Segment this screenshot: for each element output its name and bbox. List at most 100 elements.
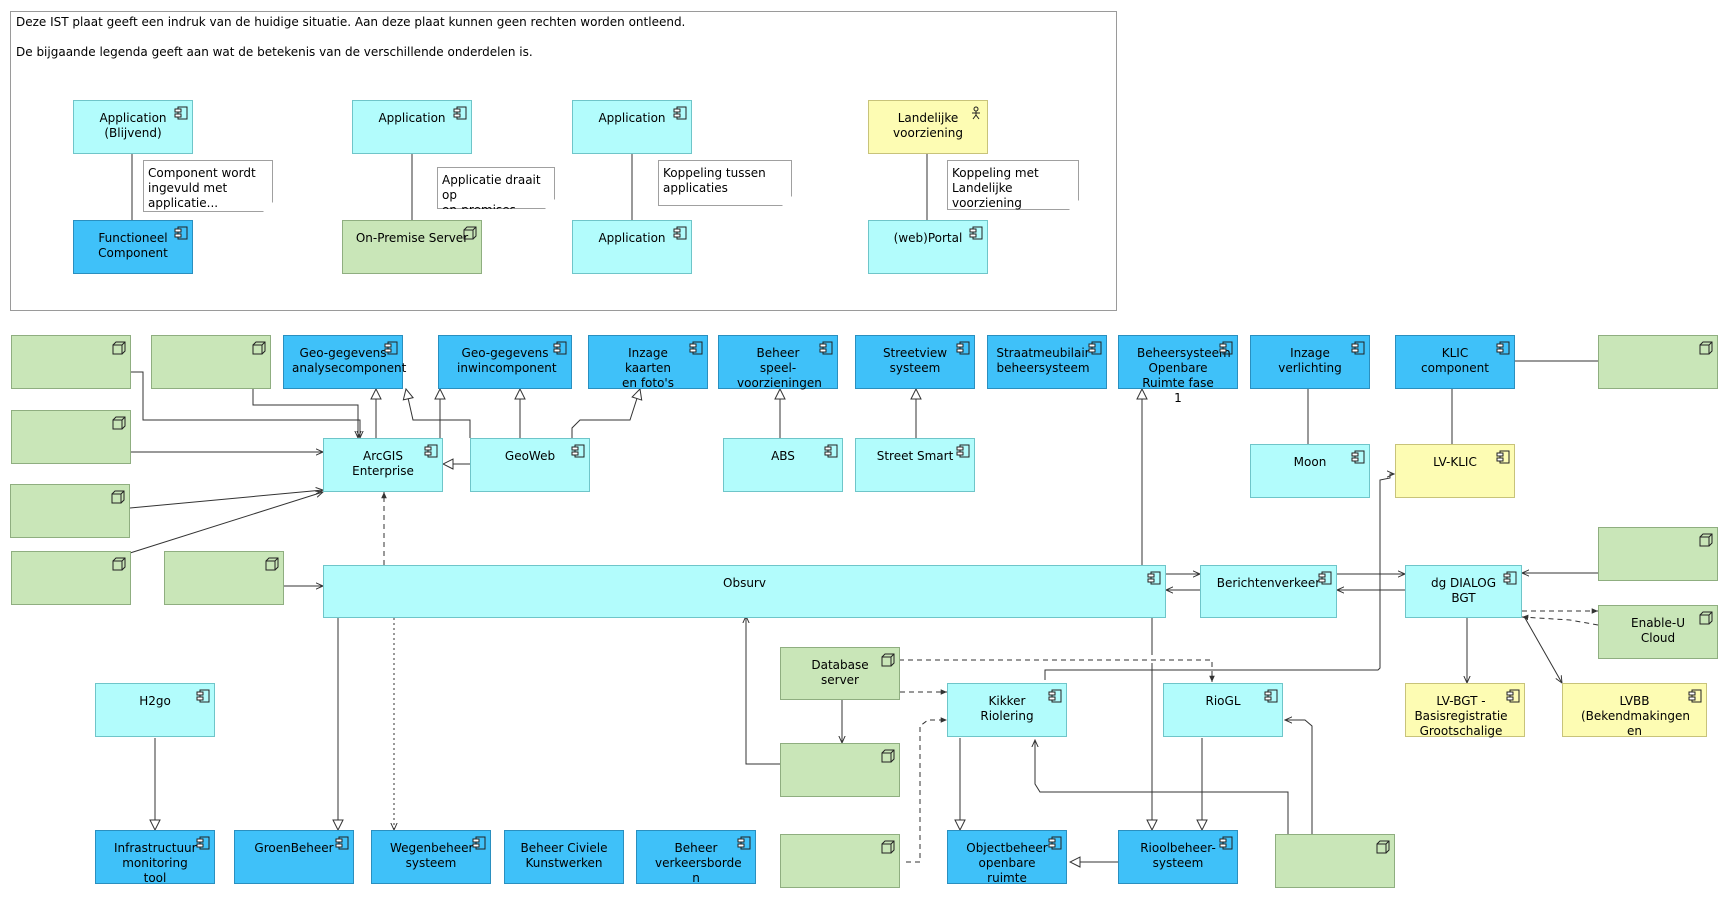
lv-bgt-label: LV-BGT - Basisregistratie Grootschalige (1414, 694, 1508, 738)
arcgis-enterprise[interactable]: ArcGIS Enterprise (323, 438, 443, 492)
dg-dialog-bgt[interactable]: dg DIALOG BGT (1405, 565, 1522, 618)
component-icon (1264, 689, 1278, 703)
legend-note-landelijk-text: Koppeling met Landelijke voorziening (952, 166, 1039, 210)
component-icon (1688, 689, 1702, 703)
obsurv[interactable]: Obsurv (323, 565, 1166, 618)
actor-icon (969, 106, 983, 120)
component-icon (673, 226, 687, 240)
component-icon (174, 106, 188, 120)
h2go[interactable]: H2go (95, 683, 215, 737)
server-node[interactable] (151, 335, 271, 389)
component-icon (196, 689, 210, 703)
lv-klic[interactable]: LV-KLIC (1395, 444, 1515, 498)
server-icon (881, 653, 895, 667)
server-node[interactable] (164, 551, 284, 605)
server-icon (1699, 341, 1713, 355)
beheer-speel-component[interactable]: Beheer speel- voorzieningen (718, 335, 838, 390)
berichtenverkeer[interactable]: Berichtenverkeer (1200, 565, 1337, 618)
legend-landelijke-voorziening[interactable]: Landelijke voorziening (868, 100, 988, 154)
riogl[interactable]: RioGL (1163, 683, 1283, 737)
component-icon (1048, 689, 1062, 703)
moon-label: Moon (1293, 455, 1327, 469)
geo-inwin-label: Geo-gegevens inwincomponent (457, 346, 557, 375)
component-icon (673, 106, 687, 120)
klic-component[interactable]: KLIC component (1395, 335, 1515, 389)
objectbeheer-openbare-ruimte[interactable]: Objectbeheer openbare ruimte (947, 830, 1067, 885)
component-icon (1219, 836, 1233, 850)
component-icon (1048, 836, 1062, 850)
wegenbeheer-systeem[interactable]: Wegenbeheer systeem (371, 830, 491, 884)
component-icon (1351, 341, 1365, 355)
lvbb[interactable]: LVBB (Bekendmakingen en (1562, 683, 1707, 738)
legend-note-koppeling: Koppeling tussen applicaties (658, 160, 792, 206)
enable-u-label: Enable-U Cloud (1631, 616, 1685, 645)
geoweb[interactable]: GeoWeb (470, 438, 590, 492)
component-icon (969, 226, 983, 240)
riogl-label: RioGL (1205, 694, 1241, 708)
legend-application-koppeling-bottom[interactable]: Application (572, 220, 692, 274)
server-node[interactable] (11, 410, 131, 464)
dg-dialog-label: dg DIALOG BGT (1430, 576, 1497, 605)
database-server[interactable]: Database server (780, 647, 900, 700)
bor-component[interactable]: Beheersysteem Openbare Ruimte fase 1 (1118, 335, 1238, 405)
geoweb-label: GeoWeb (504, 449, 556, 463)
abs[interactable]: ABS (723, 438, 843, 492)
server-node[interactable] (10, 484, 130, 538)
server-icon (463, 226, 477, 240)
server-icon (265, 557, 279, 571)
legend-application-koppeling-top[interactable]: Application (572, 100, 692, 154)
component-icon (1088, 341, 1102, 355)
inzage-kaarten-component[interactable]: Inzage kaarten en foto's (588, 335, 708, 390)
legend-application-blijvend[interactable]: Application (Blijvend) (73, 100, 193, 154)
component-icon (1496, 450, 1510, 464)
enable-u-cloud[interactable]: Enable-U Cloud (1598, 605, 1718, 659)
component-icon (1503, 571, 1517, 585)
server-node[interactable] (11, 551, 131, 605)
groenbeheer[interactable]: GroenBeheer (234, 830, 354, 884)
infrastructuur-monitoring-tool[interactable]: Infrastructuur monitoring tool (95, 830, 215, 885)
server-node[interactable] (1275, 834, 1395, 888)
straatmeubilair-component[interactable]: Straatmeubilair beheersysteem (987, 335, 1107, 389)
obsurv-label: Obsurv (723, 576, 766, 590)
component-icon (1318, 571, 1332, 585)
moon[interactable]: Moon (1250, 444, 1370, 498)
berichtenverkeer-label: Berichtenverkeer (1216, 576, 1321, 590)
lvbb-label: LVBB (Bekendmakingen en (1581, 694, 1690, 738)
server-node[interactable] (1598, 335, 1718, 389)
street-smart[interactable]: Street Smart (855, 438, 975, 492)
server-node[interactable] (1598, 527, 1718, 581)
streetview-label: Streetview systeem (882, 346, 948, 375)
legend-functional-component[interactable]: Functioneel Component (73, 220, 193, 274)
beheer-verkeersborden[interactable]: Beheer verkeersborde n (636, 830, 756, 885)
kikker-riolering[interactable]: Kikker Riolering (947, 683, 1067, 737)
server-node[interactable] (780, 834, 900, 888)
legend-functional-component-label: Functioneel Component (98, 231, 168, 260)
lv-bgt[interactable]: LV-BGT - Basisregistratie Grootschalige (1405, 683, 1525, 738)
streetview-component[interactable]: Streetview systeem (855, 335, 975, 389)
server-node[interactable] (780, 743, 900, 797)
legend-disclaimer: Deze IST plaat geeft een indruk van de h… (16, 15, 686, 29)
server-icon (1699, 611, 1713, 625)
component-icon (956, 444, 970, 458)
legend-application-koppeling-top-label: Application (598, 111, 666, 125)
lv-klic-label: LV-KLIC (1433, 455, 1477, 469)
geo-inwin-component[interactable]: Geo-gegevens inwincomponent (438, 335, 572, 389)
legend-application-blijvend-label: Application (Blijvend) (99, 111, 167, 140)
inzage-verlichting-component[interactable]: Inzage verlichting (1250, 335, 1370, 389)
geo-analyse-label: Geo-gegevens analysecomponent (292, 346, 407, 375)
geo-analyse-component[interactable]: Geo-gegevens analysecomponent (283, 335, 407, 389)
kikker-label: Kikker Riolering (980, 694, 1034, 723)
legend-note-component-text: Component wordt ingevuld met applicatie.… (148, 166, 256, 210)
server-icon (1376, 840, 1390, 854)
rioolbeheer-systeem[interactable]: Rioolbeheer- systeem (1118, 830, 1238, 884)
legend-application-koppeling-bottom-label: Application (598, 231, 666, 245)
legend-note-koppeling-text: Koppeling tussen applicaties (663, 166, 766, 195)
legend-application-onprem[interactable]: Application (352, 100, 472, 154)
server-node[interactable] (11, 335, 131, 389)
beheer-civiele-kunstwerken[interactable]: Beheer Civiele Kunstwerken (504, 830, 624, 884)
civiele-label: Beheer Civiele Kunstwerken (520, 841, 608, 870)
legend-web-portal[interactable]: (web)Portal (868, 220, 988, 274)
component-icon (553, 341, 567, 355)
legend-onprem-server[interactable]: On-Premise Server (342, 220, 482, 274)
street-smart-label: Street Smart (876, 449, 954, 463)
